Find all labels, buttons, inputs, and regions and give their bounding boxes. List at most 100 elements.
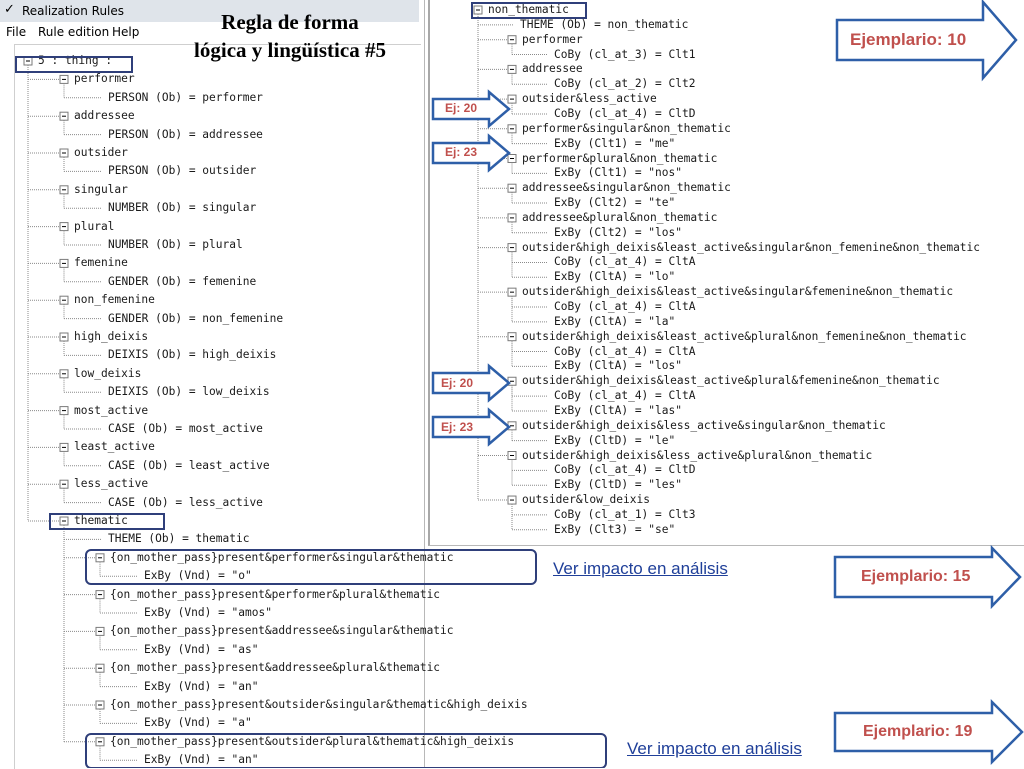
- tree-leaf-right-tree[interactable]: ExBy (Clt1) = "nos": [554, 166, 682, 180]
- tree-leaf-right-tree[interactable]: ExBy (CltA) = "los": [554, 359, 682, 373]
- tree-node-left-tree[interactable]: addressee: [74, 109, 135, 123]
- tree-leaf-left-tree[interactable]: PERSON (Ob) = performer: [108, 90, 263, 104]
- highlight-box-rule-o: [85, 549, 537, 585]
- tree-leaf-left-tree[interactable]: GENDER (Ob) = femenine: [108, 274, 257, 288]
- tree-connector-lines: [23, 5, 548, 761]
- tree-node-right-tree[interactable]: non_thematic: [488, 3, 569, 16]
- tree-leaf-left-tree[interactable]: CASE (Ob) = most_active: [108, 422, 263, 435]
- tree-leaf-left-tree[interactable]: CASE (Ob) = least_active: [108, 458, 270, 472]
- tree-leaf-left-tree[interactable]: PERSON (Ob) = outsider: [108, 164, 257, 178]
- tree-node-right-tree[interactable]: outsider&high_deixis&least_active&plural…: [522, 374, 940, 388]
- tree-node-left-tree[interactable]: least_active: [74, 440, 155, 454]
- tree-leaf-right-tree[interactable]: CoBy (cl_at_1) = Clt3: [554, 507, 696, 521]
- tree-leaf-left-tree[interactable]: ExBy (Vnd) = "o": [144, 569, 252, 583]
- tree-leaf-left-tree[interactable]: GENDER (Ob) = non_femenine: [108, 311, 284, 325]
- highlight-box-thematic: [49, 513, 165, 530]
- tree-node-right-tree[interactable]: outsider&high_deixis&least_active&plural…: [522, 329, 967, 343]
- tree-node-left-tree[interactable]: high_deixis: [74, 330, 149, 343]
- slide-title-line1: Regla de forma: [221, 10, 359, 34]
- tree-node-left-tree[interactable]: {on_mother_pass}present&performer&singul…: [110, 550, 454, 564]
- tree-leaf-right-tree[interactable]: CoBy (cl_at_4) = CltA: [554, 300, 696, 313]
- ver-impacto-link-2[interactable]: Ver impacto en análisis: [627, 739, 802, 758]
- tree-leaf-right-tree[interactable]: CoBy (cl_at_3) = Clt1: [554, 47, 696, 61]
- tree-node-left-tree[interactable]: {on_mother_pass}present&outsider&plural&…: [110, 734, 515, 748]
- tree-leaf-left-tree[interactable]: NUMBER (Ob) = plural: [108, 238, 243, 251]
- tree-node-left-tree[interactable]: thematic: [74, 514, 128, 527]
- tree-node-right-tree[interactable]: outsider&high_deixis&less_active&plural&…: [522, 448, 873, 462]
- tree-leaf-left-tree[interactable]: ExBy (Vnd) = "an": [144, 679, 259, 693]
- tree-leaf-right-tree[interactable]: CoBy (cl_at_4) = CltA: [554, 344, 696, 358]
- tree-leaf-right-tree[interactable]: CoBy (cl_at_4) = CltA: [554, 389, 696, 403]
- app-check-icon: ✓: [4, 2, 15, 17]
- tree-leaf-left-tree[interactable]: ExBy (Vnd) = "an": [144, 753, 259, 767]
- tree-leaf-left-tree[interactable]: THEME (Ob) = thematic: [108, 532, 250, 546]
- tree-node-left-tree[interactable]: low_deixis: [74, 366, 142, 380]
- realization-rules-window: ✓ Realization Rules File Rule edition He…: [0, 0, 425, 769]
- ej-20-bottom-label: Ej: 20: [441, 376, 474, 390]
- rule-tree-panel[interactable]: [14, 44, 421, 769]
- tree-node-right-tree[interactable]: outsider&high_deixis&least_active&singul…: [522, 240, 981, 254]
- slide-title-line2: lógica y lingüística #5: [194, 38, 386, 62]
- tree-leaf-left-tree[interactable]: ExBy (Vnd) = "as": [144, 642, 259, 656]
- callout-arrow-ejemplario-10: [835, 0, 1018, 82]
- tree-node-left-tree[interactable]: singular: [74, 182, 128, 196]
- ej-23-top-label: Ej: 23: [445, 145, 478, 159]
- tree-leaf-right-tree[interactable]: ExBy (Clt3) = "se": [554, 522, 676, 536]
- tree-node-left-tree[interactable]: femenine: [74, 256, 128, 270]
- ejemplario-10-label: Ejemplario: 10: [850, 30, 967, 49]
- tree-node-left-tree[interactable]: non_femenine: [74, 293, 155, 307]
- tree-node-right-tree[interactable]: addressee: [522, 62, 583, 76]
- tree-leaf-right-tree[interactable]: ExBy (CltD) = "les": [554, 478, 682, 492]
- callout-arrow-ejemplario-15: [833, 544, 1022, 610]
- tree-node-left-tree[interactable]: less_active: [74, 477, 149, 491]
- tree-leaf-right-tree[interactable]: ExBy (CltA) = "las": [554, 403, 682, 417]
- tree-leaf-left-tree[interactable]: NUMBER (Ob) = singular: [108, 201, 257, 215]
- tree-leaf-left-tree[interactable]: PERSON (Ob) = addressee: [108, 127, 263, 141]
- tree-leaf-left-tree[interactable]: ExBy (Vnd) = "amos": [144, 606, 272, 619]
- highlight-box-rule-an: [85, 733, 607, 768]
- menu-rule-edition[interactable]: Rule edition: [38, 25, 110, 39]
- tree-leaf-right-tree[interactable]: ExBy (CltA) = "lo": [554, 270, 676, 284]
- tree-node-left-tree[interactable]: {on_mother_pass}present&performer&plural…: [110, 587, 441, 601]
- tree-leaf-left-tree[interactable]: ExBy (Vnd) = "a": [144, 716, 252, 730]
- tree-node-right-tree[interactable]: performer&singular&non_thematic: [522, 121, 731, 135]
- tree-node-right-tree[interactable]: outsider&less_active: [522, 92, 657, 106]
- tree-node-right-tree[interactable]: performer: [522, 32, 583, 46]
- tree-leaf-right-tree[interactable]: CoBy (cl_at_2) = Clt2: [554, 77, 696, 91]
- window-title: Realization Rules: [22, 4, 125, 18]
- menu-help[interactable]: Help: [112, 25, 140, 39]
- tree-node-right-tree[interactable]: outsider&low_deixis: [522, 493, 650, 507]
- tree-node-right-tree[interactable]: addressee&singular&non_thematic: [522, 181, 731, 195]
- tree-leaf-left-tree[interactable]: CASE (Ob) = less_active: [108, 495, 263, 509]
- tree-node-right-tree[interactable]: outsider&high_deixis&less_active&singula…: [522, 418, 886, 432]
- tree-leaf-right-tree[interactable]: CoBy (cl_at_4) = CltD: [554, 463, 696, 477]
- tree-node-left-tree[interactable]: {on_mother_pass}present&addressee&plural…: [110, 661, 441, 675]
- tree-node-left-tree[interactable]: performer: [74, 72, 135, 86]
- callout-arrow-ej-23-top: [431, 133, 511, 173]
- tree-node-left-tree[interactable]: {on_mother_pass}present&addressee&singul…: [110, 624, 454, 638]
- tree-leaf-right-tree[interactable]: ExBy (Clt2) = "los": [554, 225, 682, 239]
- tree-leaf-right-tree[interactable]: CoBy (cl_at_4) = CltD: [554, 106, 696, 120]
- tree-node-right-tree[interactable]: outsider&high_deixis&least_active&singul…: [522, 285, 954, 299]
- tree-node-left-tree[interactable]: most_active: [74, 403, 149, 417]
- tree-leaf-right-tree[interactable]: ExBy (CltA) = "la": [554, 314, 676, 328]
- callout-arrow-ej-20-bottom: [431, 363, 511, 403]
- ver-impacto-link-1[interactable]: Ver impacto en análisis: [553, 559, 728, 578]
- tree-leaf-right-tree[interactable]: CoBy (cl_at_4) = CltA: [554, 255, 696, 269]
- tree-node-right-tree[interactable]: addressee&plural&non_thematic: [522, 210, 718, 224]
- tree-leaf-right-tree[interactable]: ExBy (Clt2) = "te": [554, 196, 676, 210]
- ej-20-top-label: Ej: 20: [445, 101, 478, 115]
- tree-node-right-tree[interactable]: performer&plural&non_thematic: [522, 151, 718, 165]
- tree-leaf-right-tree[interactable]: THEME (Ob) = non_thematic: [520, 17, 689, 31]
- tree-leaf-left-tree[interactable]: DEIXIS (Ob) = high_deixis: [108, 348, 277, 362]
- tree-leaf-right-tree[interactable]: ExBy (Clt1) = "me": [554, 136, 676, 150]
- non-thematic-rule-window[interactable]: [428, 0, 1024, 546]
- tree-node-left-tree[interactable]: {on_mother_pass}present&outsider&singula…: [110, 698, 528, 711]
- tree-node-left-tree[interactable]: plural: [74, 219, 115, 233]
- tree-node-left-tree[interactable]: outsider: [74, 146, 128, 159]
- callout-arrow-ej-23-bottom: [431, 407, 511, 447]
- tree-leaf-right-tree[interactable]: ExBy (CltD) = "le": [554, 433, 676, 447]
- tree-leaf-left-tree[interactable]: DEIXIS (Ob) = low_deixis: [108, 385, 270, 399]
- ejemplario-19-label: Ejemplario: 19: [863, 723, 973, 740]
- menu-file[interactable]: File: [6, 25, 27, 39]
